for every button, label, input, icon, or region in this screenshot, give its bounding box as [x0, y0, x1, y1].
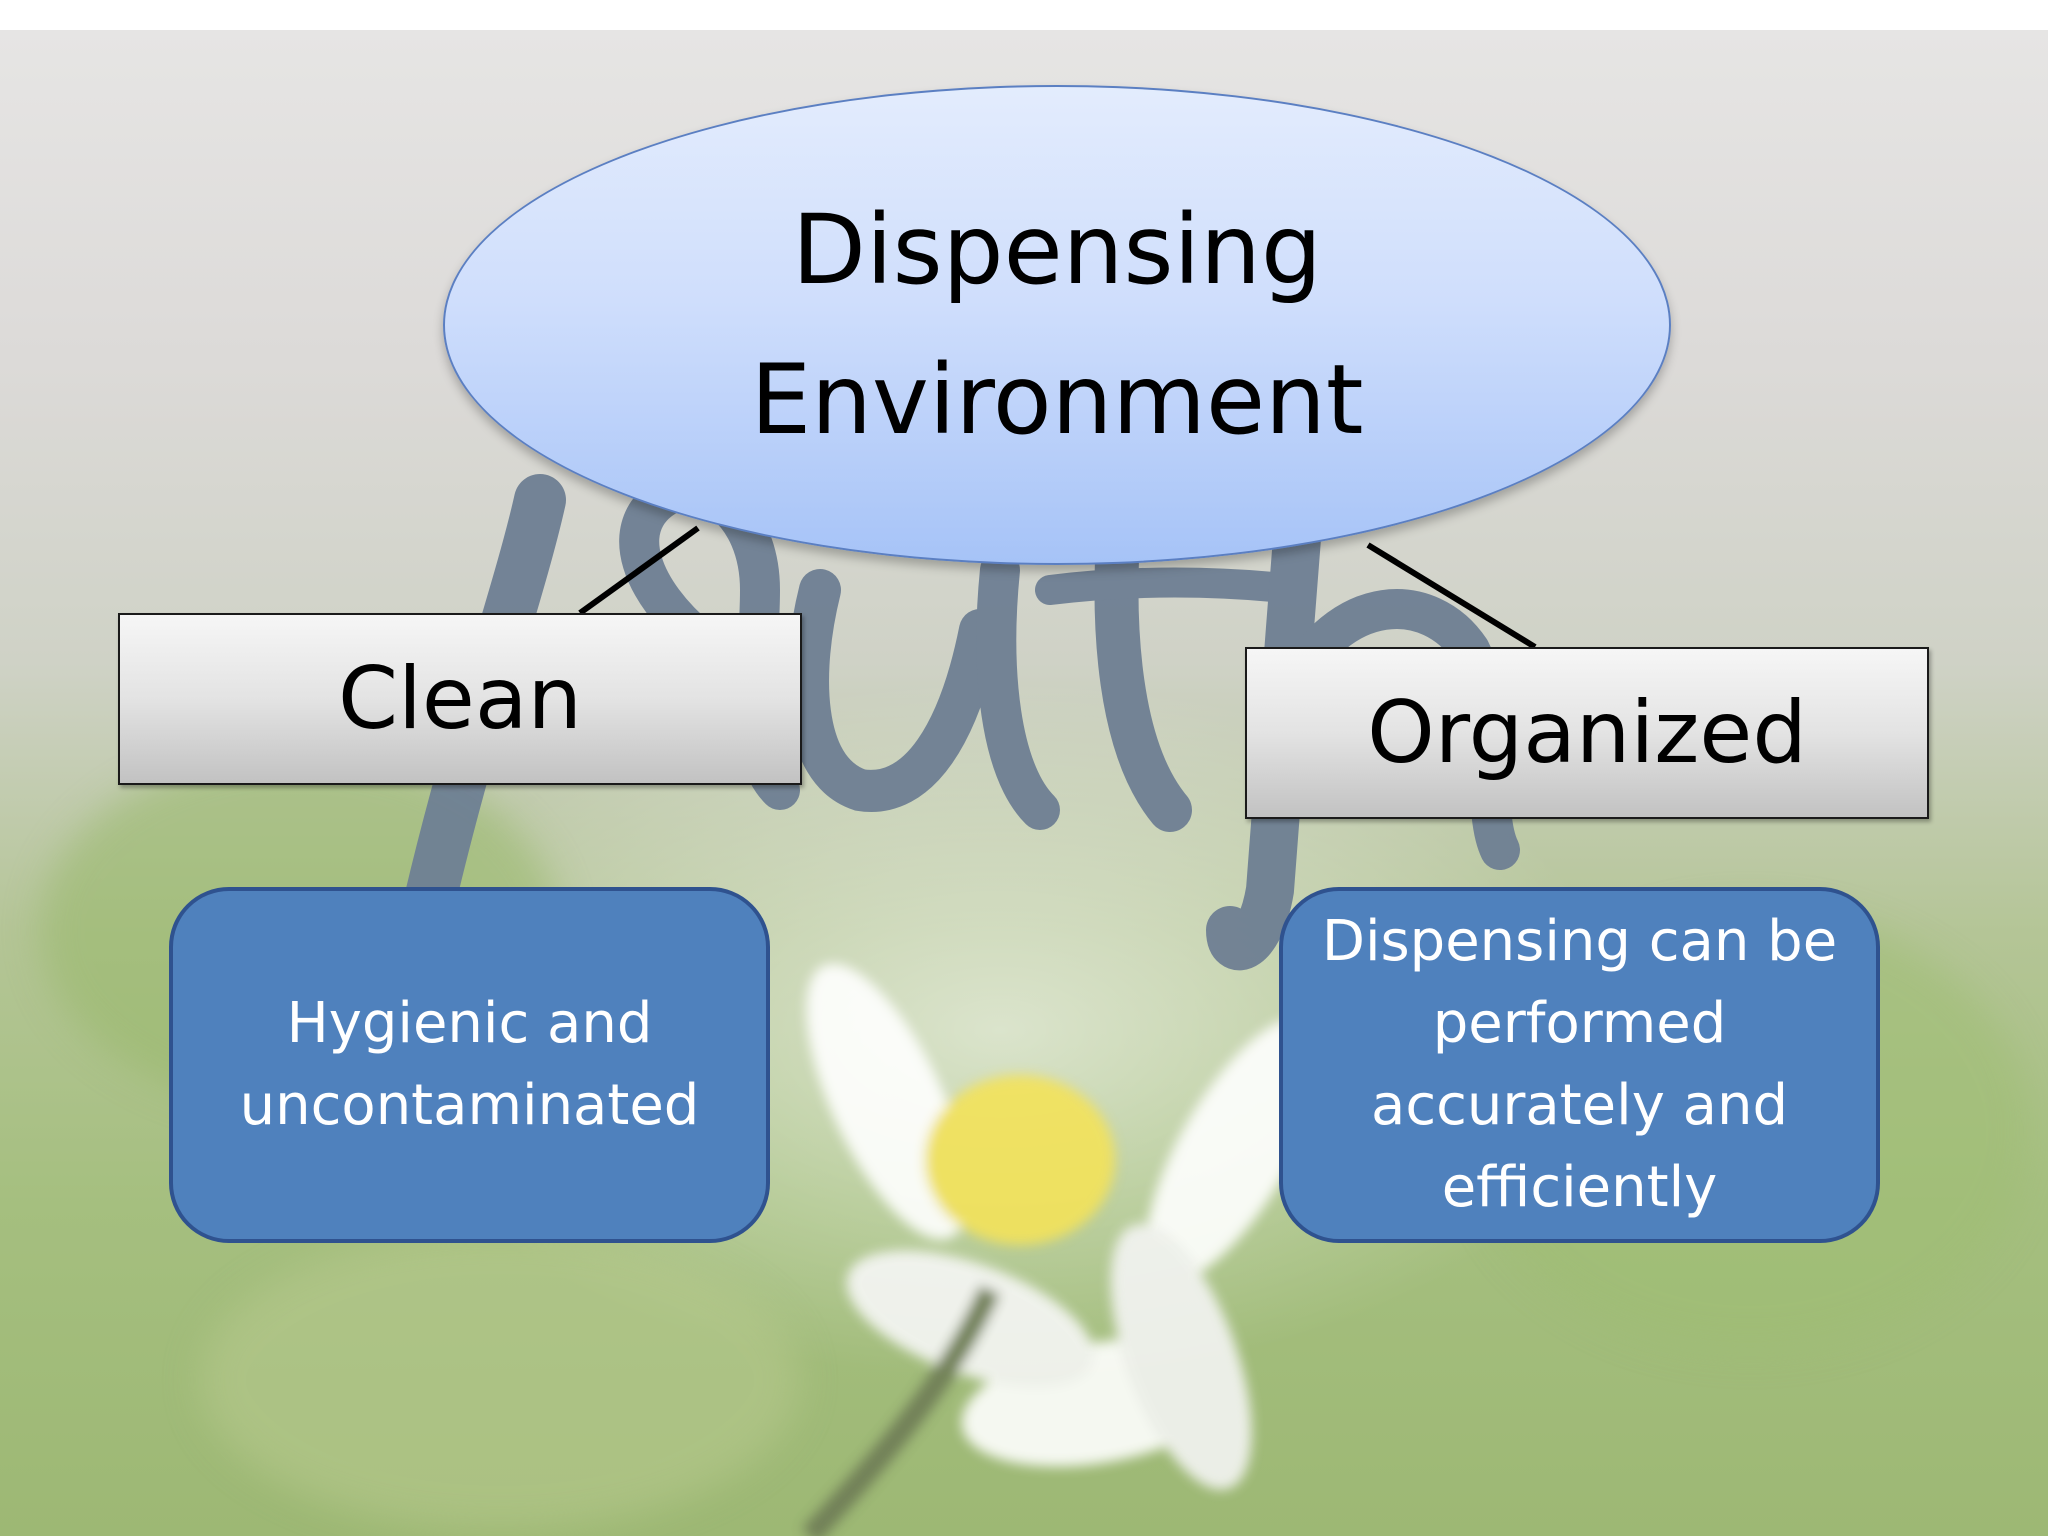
- root-node-label: Dispensing Environment: [697, 175, 1417, 475]
- root-node-ellipse: Dispensing Environment: [443, 85, 1671, 565]
- root-node-line-2: Environment: [750, 344, 1364, 456]
- branch-node-clean-label: Clean: [337, 649, 583, 749]
- branch-node-organized: Organized: [1245, 647, 1929, 819]
- root-node-line-1: Dispensing: [792, 194, 1322, 306]
- description-box-clean: Hygienic and uncontaminated: [169, 887, 770, 1243]
- description-organized-text: Dispensing can be performed accurately a…: [1321, 909, 1838, 1220]
- daisy-flower-image: [801, 963, 1324, 1536]
- slide-canvas: Dispensing Environment Clean Organized H…: [0, 30, 2048, 1536]
- description-box-organized: Dispensing can be performed accurately a…: [1279, 887, 1880, 1243]
- description-clean-text: Hygienic and uncontaminated: [239, 991, 700, 1138]
- branch-node-clean: Clean: [118, 613, 802, 785]
- branch-node-organized-label: Organized: [1367, 683, 1807, 783]
